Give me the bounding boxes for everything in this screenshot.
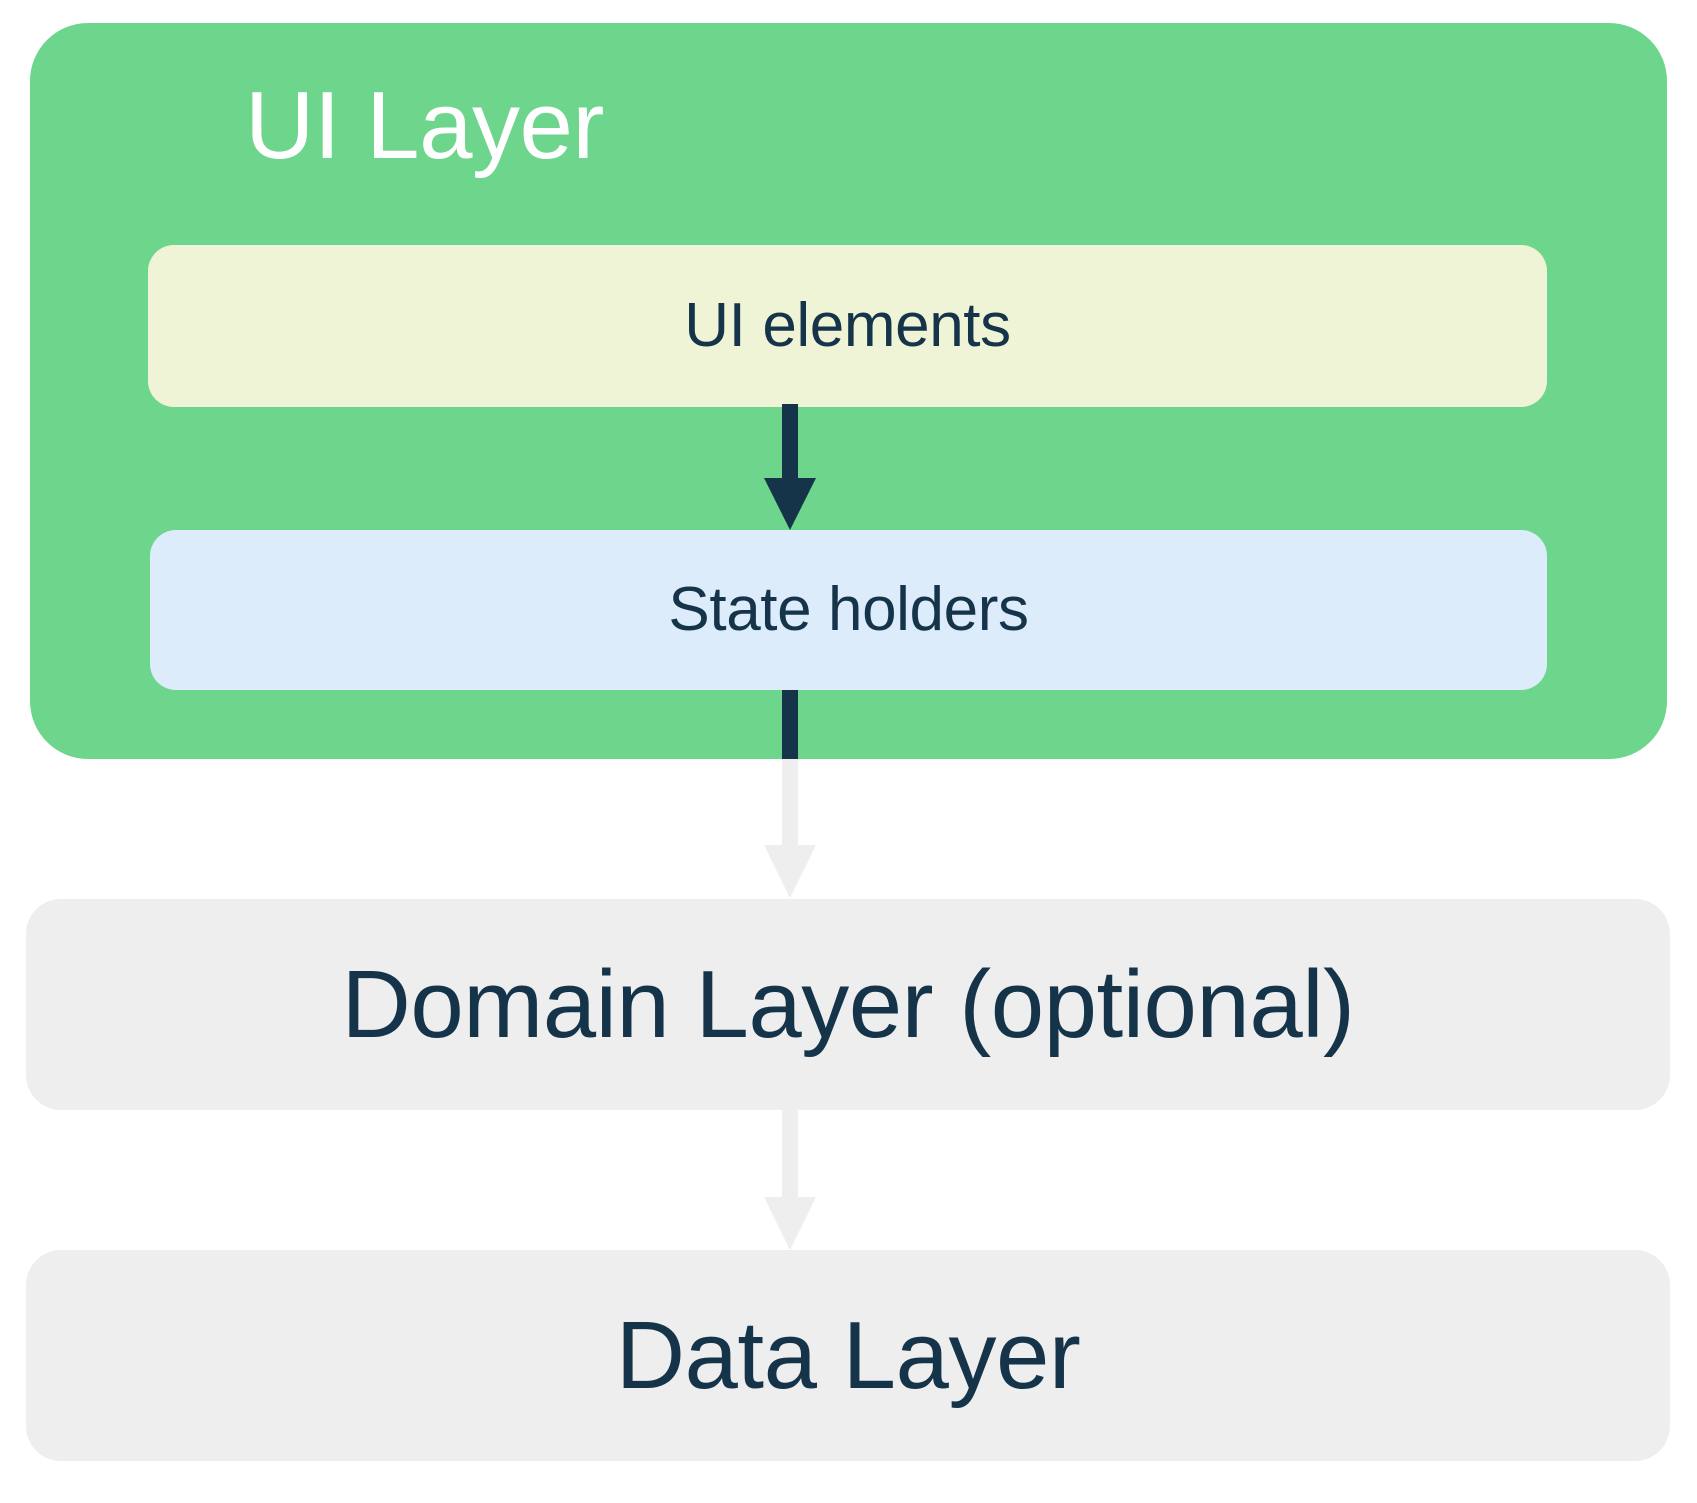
state-holders-label: State holders — [668, 575, 1029, 644]
ui-elements-label: UI elements — [684, 291, 1011, 360]
state-holders-box: State holders — [150, 530, 1547, 690]
data-layer-label: Data Layer — [615, 1301, 1081, 1409]
ui-layer-title: UI Layer — [245, 72, 604, 179]
data-layer-box: Data Layer — [26, 1250, 1670, 1461]
ui-elements-box: UI elements — [148, 245, 1547, 407]
domain-layer-label: Domain Layer (optional) — [341, 950, 1356, 1058]
domain-layer-box: Domain Layer (optional) — [26, 899, 1670, 1110]
arrow-domain-layer-to-data-layer-icon — [760, 1110, 820, 1252]
